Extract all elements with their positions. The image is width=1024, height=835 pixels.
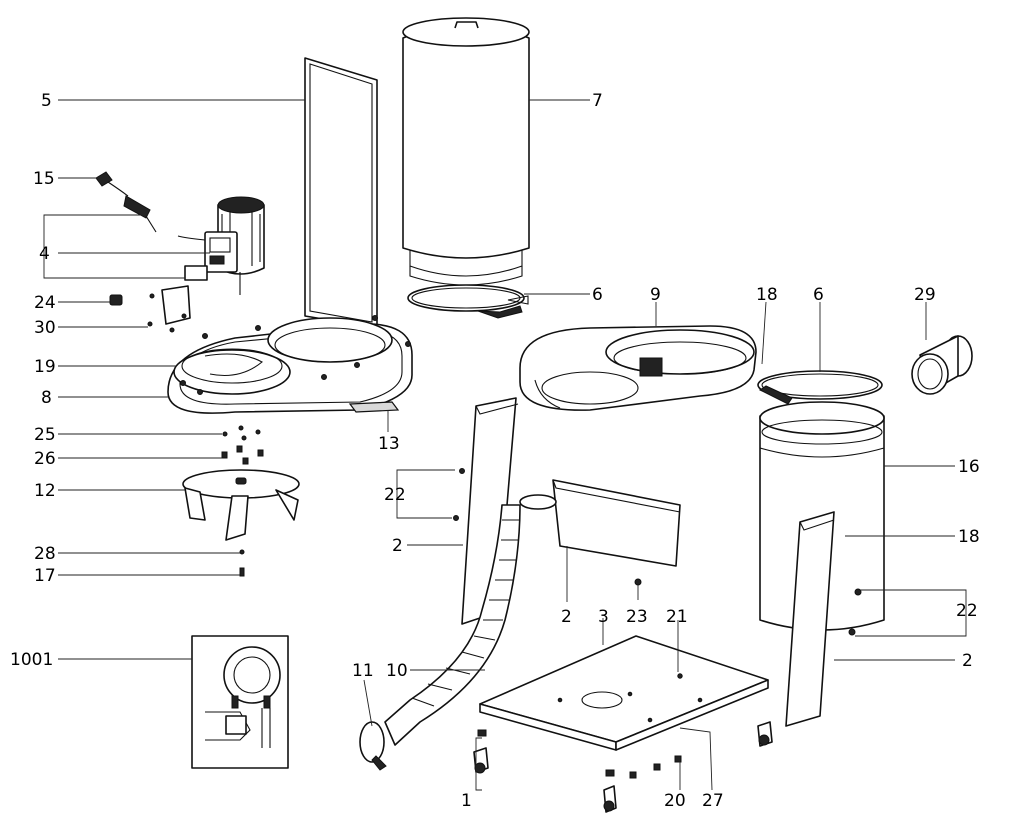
callout-2-left: 2 [392, 536, 403, 556]
callout-9: 9 [650, 285, 661, 305]
callout-3: 3 [598, 607, 609, 627]
callout-22-left: 22 [384, 485, 406, 505]
callout-1: 1 [461, 791, 472, 811]
callout-4: 4 [39, 244, 50, 264]
impeller [182, 469, 300, 541]
panel-frame [304, 57, 378, 329]
callout-18-right: 18 [958, 527, 980, 547]
callout-27: 27 [702, 791, 724, 811]
small-plate [348, 401, 400, 413]
leader-lines [43, 99, 967, 791]
clamp-band-upper [407, 284, 529, 319]
small-washer [239, 549, 245, 555]
callout-12: 12 [34, 481, 56, 501]
filter-canister [402, 17, 530, 286]
callout-25: 25 [34, 425, 56, 445]
callout-18-upper: 18 [756, 285, 778, 305]
callout-22-right: 22 [956, 601, 978, 621]
flex-hose [359, 494, 557, 771]
callout-6-right: 6 [813, 285, 824, 305]
brace-panel [552, 479, 681, 586]
callout-28: 28 [34, 544, 56, 564]
callout-17: 17 [34, 566, 56, 586]
clamp-band-right [757, 370, 883, 405]
callout-23: 23 [626, 607, 648, 627]
callout-24: 24 [34, 293, 56, 313]
motor-unit [177, 196, 265, 295]
callout-19: 19 [34, 357, 56, 377]
callout-21: 21 [666, 607, 688, 627]
switch-and-screws [109, 285, 191, 333]
leg-right [785, 511, 835, 727]
callout-29: 29 [914, 285, 936, 305]
hose-adapter [911, 335, 973, 395]
callout-20: 20 [664, 791, 686, 811]
small-bolt [239, 567, 245, 577]
washers-nuts [221, 425, 264, 465]
base-board [479, 635, 769, 751]
callout-numbers: 5 15 4 24 30 19 8 25 26 12 28 17 1001 7 … [10, 91, 980, 811]
callout-2-middle: 2 [561, 607, 572, 627]
callout-6-upper: 6 [592, 285, 603, 305]
callout-10: 10 [386, 661, 408, 681]
callout-30: 30 [34, 318, 56, 338]
power-cable [95, 171, 157, 233]
callout-2-right: 2 [962, 651, 973, 671]
motor-base-plate [167, 315, 413, 414]
detail-inset [191, 635, 289, 769]
callout-26: 26 [34, 449, 56, 469]
callout-8: 8 [41, 388, 52, 408]
callout-7: 7 [592, 91, 603, 111]
collector-lid [519, 325, 757, 411]
callout-1001: 1001 [10, 650, 53, 670]
callout-15: 15 [33, 169, 55, 189]
callout-13: 13 [378, 434, 400, 454]
callout-16: 16 [958, 457, 980, 477]
castors [473, 721, 773, 813]
callout-5: 5 [41, 91, 52, 111]
callout-11: 11 [352, 661, 374, 681]
